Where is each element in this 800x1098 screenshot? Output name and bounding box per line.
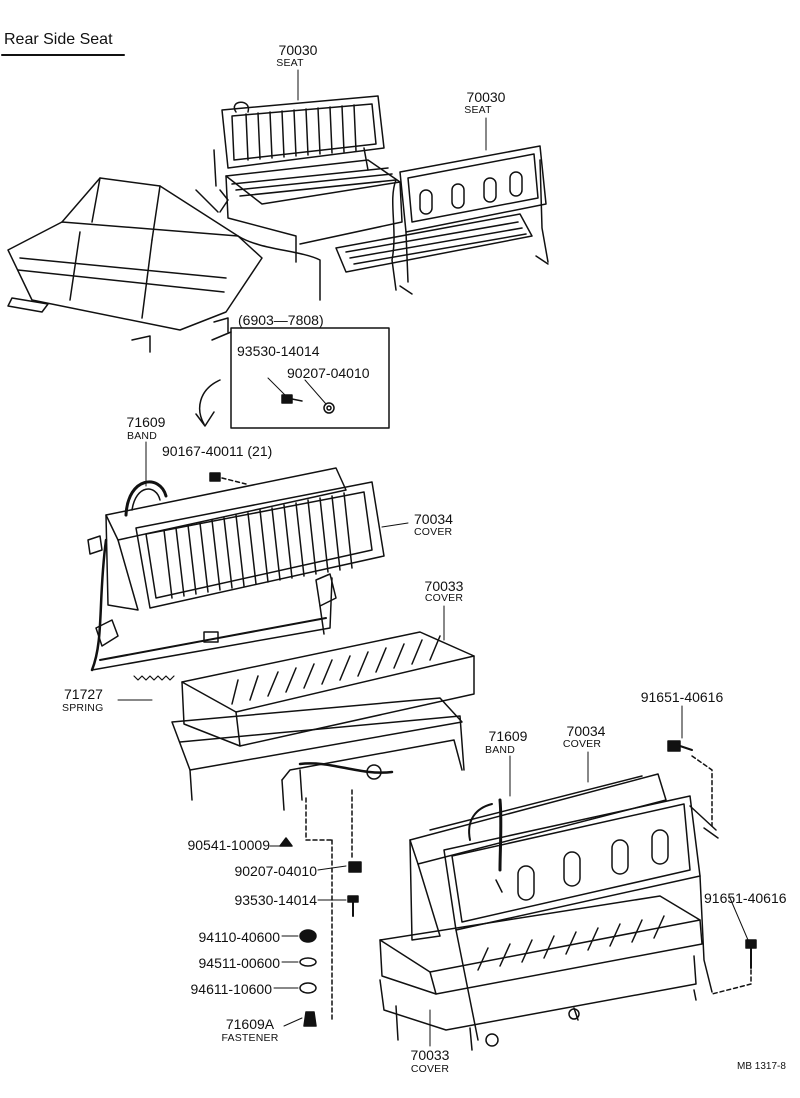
part-number-clip: 90167-40011 (21) [162,443,273,459]
part-number-cover-cushion-a: 70033 [424,578,464,594]
part-name-band-a: BAND [127,430,157,442]
box-bolt-number: 93530-14014 [237,343,320,359]
clip-drawing [209,472,247,485]
page-title: Rear Side Seat [4,31,113,48]
part-name-cover-cushion-b: COVER [410,1063,450,1075]
drawing-code: MB 1317-8 [737,1061,786,1072]
part-number-spring: 71727 [64,686,103,702]
right-bolt-bottom-drawing [711,939,757,995]
leader-lines [145,69,749,1047]
part-number-bolt-right-bottom: 91651-40616 [704,890,787,906]
part-name-spring: SPRING [62,702,104,714]
part-number-cover-cushion-b: 70033 [410,1047,450,1063]
part-number-bolt: 93530-14014 [234,892,317,908]
part-number-cover-back-a: 70034 [414,511,453,527]
box-bolt-drawing [267,377,303,404]
box-leader [211,331,232,341]
spring-drawing [133,675,175,681]
part-number-nut-2: 94110-40600 [198,929,280,945]
seat-a-drawing [213,95,403,263]
part-number-seat-a: 70030 [278,42,318,58]
front-bench-seat [7,177,321,353]
part-name-band-b: BAND [485,744,515,756]
backrest-a-drawing [87,467,385,672]
cushion-b-drawing [379,895,703,1051]
part-name-cover-back-a: COVER [414,526,453,538]
part-number-band-b: 71609 [488,728,528,744]
seat-b-drawing [335,145,549,295]
part-number-seat-b: 70030 [466,89,506,105]
part-name-fastener: FASTENER [221,1032,279,1044]
range-note: (6903—7808) [238,312,324,328]
part-name-cover-cushion-a: COVER [424,592,464,604]
direction-arrow [195,379,221,427]
part-number-cover-back-b: 70034 [566,723,606,739]
part-number-washer-1: 94511-00600 [198,955,280,971]
cushion-a-drawing [171,631,475,811]
part-number-band-a: 71609 [126,414,166,430]
part-name-seat-a: SEAT [276,57,304,69]
hardware-stack-drawing [279,789,362,1027]
part-number-washer-2: 94611-10600 [190,981,272,997]
backrest-b-drawing [409,773,719,1041]
part-number-bolt-right-top: 91651-40616 [640,689,724,705]
box-nut-number: 90207-04010 [287,365,370,381]
part-number-fastener: 71609A [225,1016,275,1032]
part-name-seat-b: SEAT [464,104,492,116]
part-number-nut: 90207-04010 [234,863,317,879]
box-nut-drawing [304,379,335,414]
right-bolt-top-drawing [667,740,713,827]
part-name-cover-back-b: COVER [562,738,602,750]
part-number-cushion-stop: 90541-10009 [187,837,270,853]
variant-hardware-box [230,327,390,429]
